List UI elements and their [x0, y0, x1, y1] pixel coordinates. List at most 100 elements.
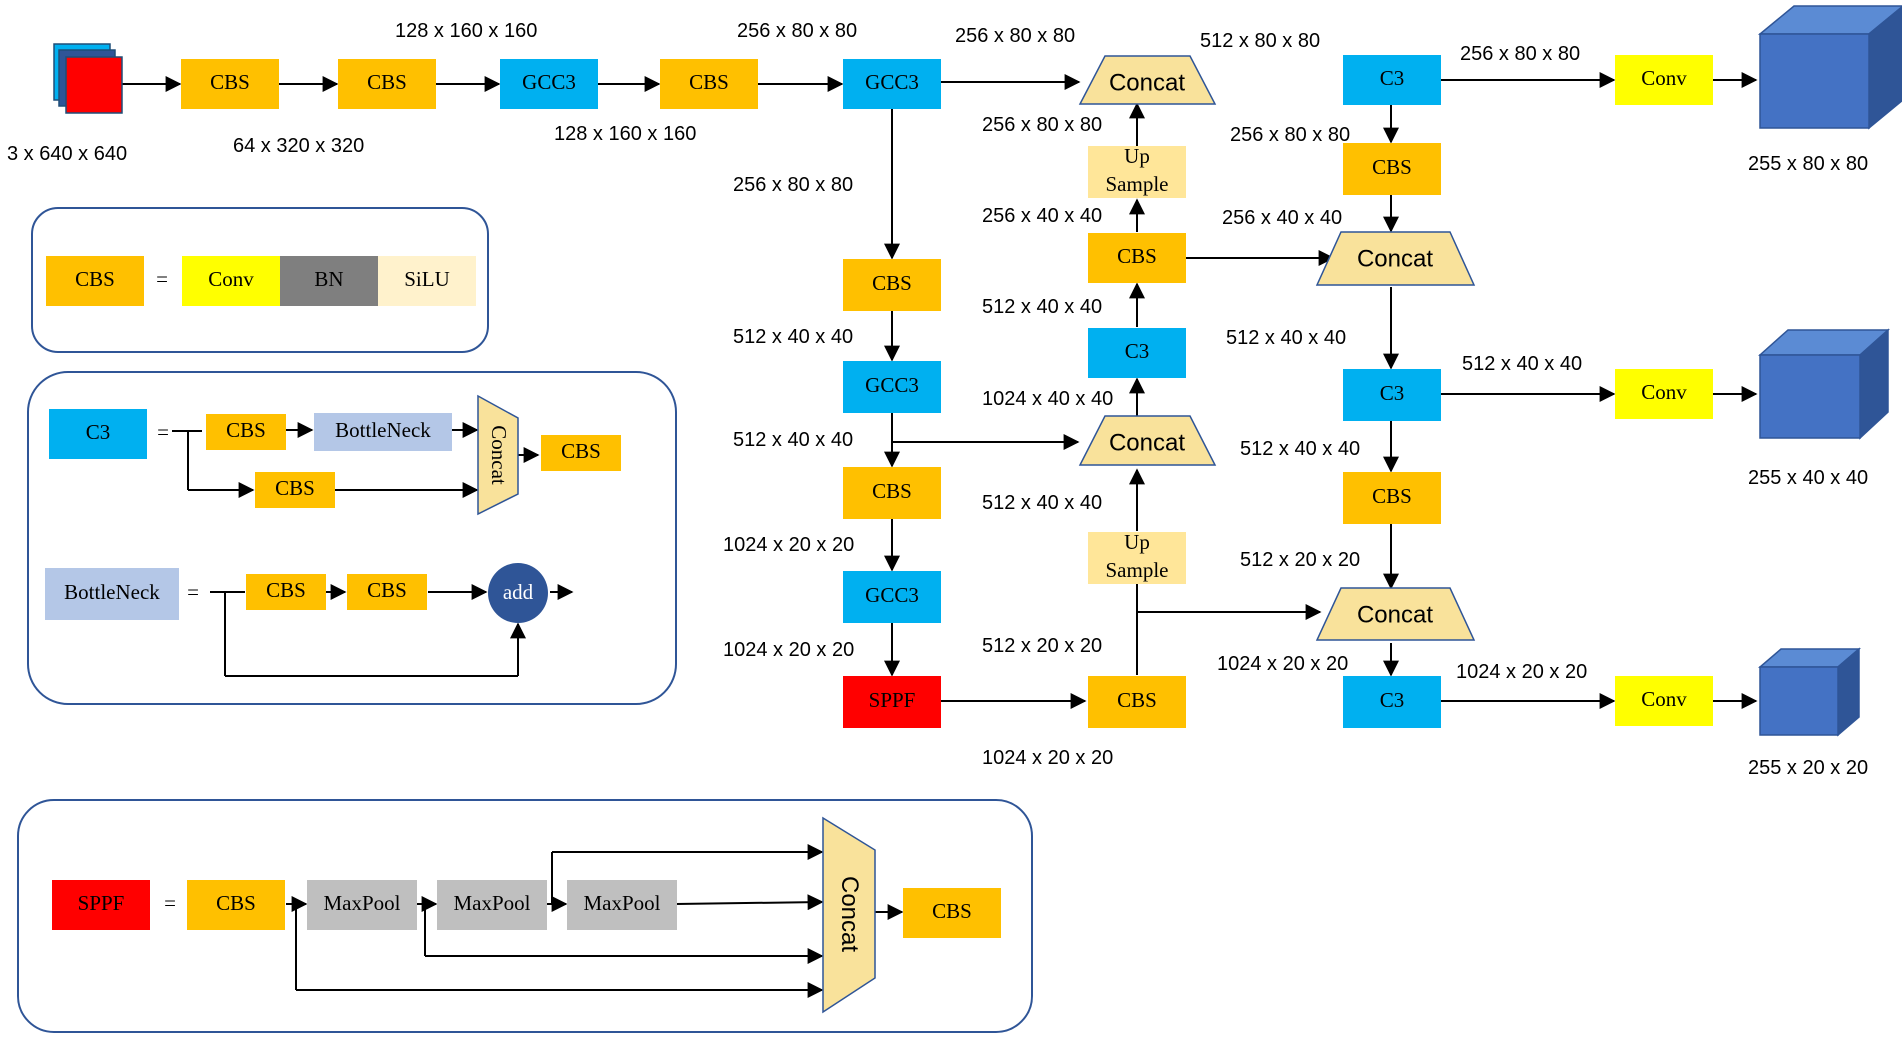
legend-silu-block	[378, 256, 476, 306]
legend-sppf-cbs-in	[187, 880, 285, 930]
upsample-block-label-line2: Sample	[1106, 558, 1169, 582]
dim-label: 512 x 20 x 20	[982, 635, 1102, 657]
cbs-block-label: CBS	[1372, 155, 1412, 179]
legend-maxpool-block	[437, 880, 547, 930]
c3-block-label: C3	[1125, 339, 1150, 363]
cbs-block	[1088, 233, 1186, 283]
concat-nodes: Concat Concat Concat Concat	[1078, 55, 1476, 641]
legend-sppf-panel: SPPF = CBS MaxPool MaxPool MaxPool Conca…	[17, 799, 1033, 1033]
cbs-block-label: CBS	[872, 479, 912, 503]
legend-c3-cbs-a-label: CBS	[226, 418, 266, 442]
cbs-block	[1088, 676, 1186, 728]
conv-block-label: Conv	[1641, 687, 1687, 711]
legend-maxpool-block	[567, 880, 677, 930]
sppf-block	[843, 676, 941, 728]
cbs-block-label: CBS	[1117, 244, 1157, 268]
dim-label: 1024 x 40 x 40	[982, 388, 1113, 410]
dim-label: 256 x 40 x 40	[1222, 207, 1342, 229]
legend-sppf-concat	[822, 816, 876, 1014]
cbs-block	[843, 259, 941, 311]
legend-maxpool-block	[307, 880, 417, 930]
legend-bn-cbs2-label: CBS	[367, 578, 407, 602]
gcc3-block-label: GCC3	[522, 70, 576, 94]
legend-equals: =	[156, 267, 168, 291]
gcc3-block-label: GCC3	[865, 70, 919, 94]
legend-add-label: add	[503, 580, 534, 604]
upsample-block	[1088, 146, 1186, 198]
dim-label: 1024 x 20 x 20	[1217, 653, 1348, 675]
cbs-block-label: CBS	[689, 70, 729, 94]
legend-c3-block	[49, 409, 147, 459]
cbs-block-label: CBS	[367, 70, 407, 94]
c3-block	[1343, 55, 1441, 105]
dim-label: 255 x 20 x 20	[1748, 757, 1868, 779]
gcc3-block-label: GCC3	[865, 583, 919, 607]
cbs-block	[181, 59, 279, 109]
legend-cbs-label: CBS	[75, 267, 115, 291]
dim-label: 255 x 40 x 40	[1748, 467, 1868, 489]
cbs-block	[338, 59, 436, 109]
legend-c3-bottleneck-label: BottleNeck	[335, 418, 431, 442]
dim-label: 256 x 80 x 80	[982, 114, 1102, 136]
dim-label: 1024 x 20 x 20	[1456, 661, 1587, 683]
c3-block-label: C3	[1380, 66, 1405, 90]
concat-node-label: Concat	[1109, 69, 1185, 96]
dim-label: 256 x 40 x 40	[982, 205, 1102, 227]
dim-label: 1024 x 20 x 20	[723, 639, 854, 661]
legend-c3-panel: C3 = CBS BottleNeck CBS Concat CBS Bottl…	[27, 371, 677, 705]
concat-node	[1315, 231, 1476, 286]
legend-maxpool-label: MaxPool	[323, 891, 400, 915]
dim-label: 64 x 320 x 320	[233, 135, 364, 157]
dim-label: 128 x 160 x 160	[554, 123, 696, 145]
dim-label: 256 x 80 x 80	[737, 20, 857, 42]
legend-conv-label: Conv	[208, 267, 254, 291]
dim-label: 1024 x 20 x 20	[723, 534, 854, 556]
concat-node	[1078, 415, 1217, 466]
cbs-block-label: CBS	[1372, 484, 1412, 508]
gcc3-block	[843, 59, 941, 109]
gcc3-block	[500, 59, 598, 109]
output-cube-20	[1757, 647, 1862, 737]
dim-label: 512 x 40 x 40	[1240, 438, 1360, 460]
dim-label: 512 x 40 x 40	[982, 492, 1102, 514]
main-blocks: CBS CBS GCC3 CBS GCC3 CBS GCC3 CBS GCC3 …	[181, 55, 1713, 728]
dim-label: 512 x 40 x 40	[733, 326, 853, 348]
legend-cbs-block	[46, 256, 144, 306]
cbs-block	[1343, 143, 1441, 195]
gcc3-block	[843, 571, 941, 623]
upsample-block-label-line2: Sample	[1106, 172, 1169, 196]
legend-sppf-cbs-out-label: CBS	[932, 899, 972, 923]
c3-block	[1088, 328, 1186, 378]
legend-bn-label: BN	[314, 267, 343, 291]
upsample-block-label: Up	[1124, 144, 1150, 168]
legend-c3-cbs-a	[206, 414, 286, 450]
legend-c3-cbs-b-label: CBS	[275, 476, 315, 500]
dim-label: 255 x 80 x 80	[1748, 153, 1868, 175]
cbs-block-label: CBS	[872, 271, 912, 295]
cbs-block-label: CBS	[210, 70, 250, 94]
dim-label: 1024 x 20 x 20	[982, 747, 1113, 769]
conv-block	[1615, 55, 1713, 105]
edges	[122, 72, 1758, 998]
output-cube-40	[1758, 328, 1890, 440]
dim-label: 256 x 80 x 80	[1460, 43, 1580, 65]
concat-node	[1078, 55, 1217, 105]
dim-label: 256 x 80 x 80	[733, 174, 853, 196]
legend-sppf-cbs-in-label: CBS	[216, 891, 256, 915]
legend-sppf-cbs-out	[903, 888, 1001, 938]
dimension-labels: 3 x 640 x 640 128 x 160 x 160 64 x 320 x…	[7, 20, 1868, 779]
legend-bn-cbs1-label: CBS	[266, 578, 306, 602]
legend-silu-label: SiLU	[404, 267, 450, 291]
upsample-block-label: Up	[1124, 530, 1150, 554]
cbs-block	[843, 467, 941, 519]
legend-sppf-label: SPPF	[78, 891, 125, 915]
legend-c3-concat	[477, 394, 519, 516]
gcc3-block	[843, 361, 941, 413]
legend-bn-cbs2	[347, 574, 427, 610]
upsample-block	[1088, 532, 1186, 584]
legend-c3-cbs-out	[541, 435, 621, 471]
cbs-block	[1343, 472, 1441, 524]
cbs-block	[660, 59, 758, 109]
legend-conv-block	[182, 256, 280, 306]
